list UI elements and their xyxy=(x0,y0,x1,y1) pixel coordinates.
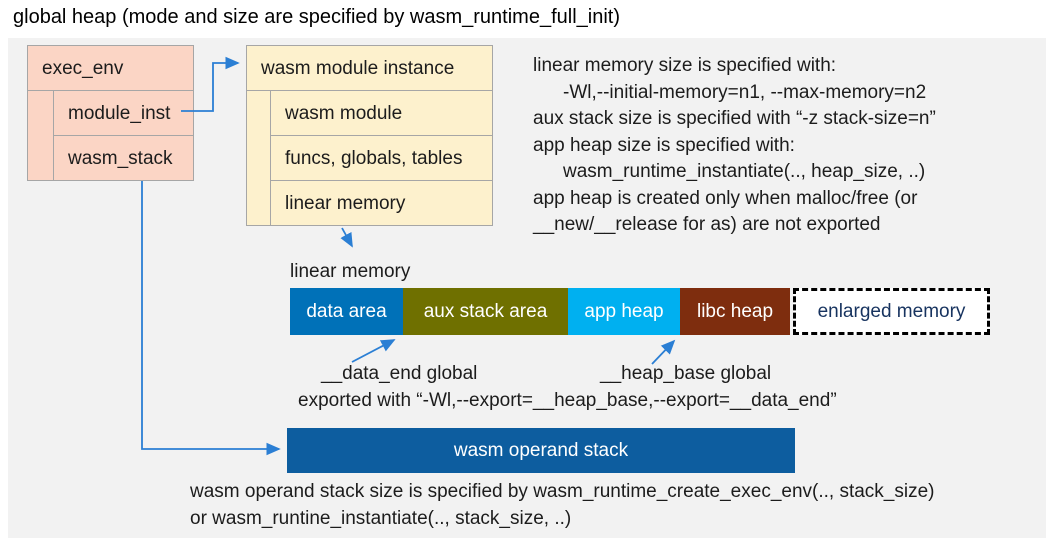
exec-env-row-module-inst: module_inst xyxy=(54,91,193,136)
memory-size-notes: linear memory size is specified with: -W… xyxy=(533,53,936,239)
exec-env-box: exec_env module_inst wasm_stack xyxy=(27,45,194,181)
operand-stack-notes: wasm operand stack size is specified by … xyxy=(190,479,935,532)
segment-libc-heap: libc heap xyxy=(680,288,790,335)
exec-env-body: module_inst wasm_stack xyxy=(28,91,193,181)
module-instance-box: wasm module instance wasm module funcs, … xyxy=(246,45,493,226)
exported-flags-label: exported with “-Wl,--export=__heap_base,… xyxy=(298,390,837,411)
wasm-operand-stack-bar: wasm operand stack xyxy=(287,428,795,473)
module-instance-row-linear-memory: linear memory xyxy=(285,193,406,214)
module-instance-gutter xyxy=(247,91,271,226)
note-line: or wasm_runtine_instantiate(.., stack_si… xyxy=(190,507,572,529)
segment-app-heap: app heap xyxy=(568,288,680,335)
exec-env-row-wasm-stack: wasm_stack xyxy=(68,148,173,169)
exec-env-gutter xyxy=(28,91,54,181)
linear-memory-label: linear memory xyxy=(290,261,411,282)
segment-data-area: data area xyxy=(290,288,403,335)
note-line: app heap is created only when malloc/fre… xyxy=(533,187,918,209)
segment-aux-stack-area: aux stack area xyxy=(403,288,568,335)
heap-base-global-label: __heap_base global xyxy=(600,363,772,384)
note-line: wasm_runtime_instantiate(.., heap_size, … xyxy=(563,161,926,182)
module-instance-header: wasm module instance xyxy=(247,46,492,91)
segment-enlarged-memory: enlarged memory xyxy=(793,288,990,335)
note-line: __new/__release for as) are not exported xyxy=(533,214,881,235)
module-instance-body: wasm module funcs, globals, tables linea… xyxy=(247,91,492,226)
diagram-title: global heap (mode and size are specified… xyxy=(13,6,620,28)
module-instance-row-funcs-globals-tables: funcs, globals, tables xyxy=(271,136,492,181)
data-end-global-label: __data_end global xyxy=(321,363,478,384)
note-line: -Wl,--initial-memory=n1, --max-memory=n2 xyxy=(563,81,927,103)
note-line: aux stack size is specified with “-z sta… xyxy=(533,108,936,129)
note-line: app heap size is specified with: xyxy=(533,134,795,156)
note-line: linear memory size is specified with: xyxy=(533,55,837,76)
linear-memory-bar: data area aux stack area app heap libc h… xyxy=(290,288,790,335)
note-line: wasm operand stack size is specified by … xyxy=(190,481,935,502)
module-instance-row-wasm-module: wasm module xyxy=(271,91,492,136)
exec-env-header: exec_env xyxy=(28,46,193,91)
